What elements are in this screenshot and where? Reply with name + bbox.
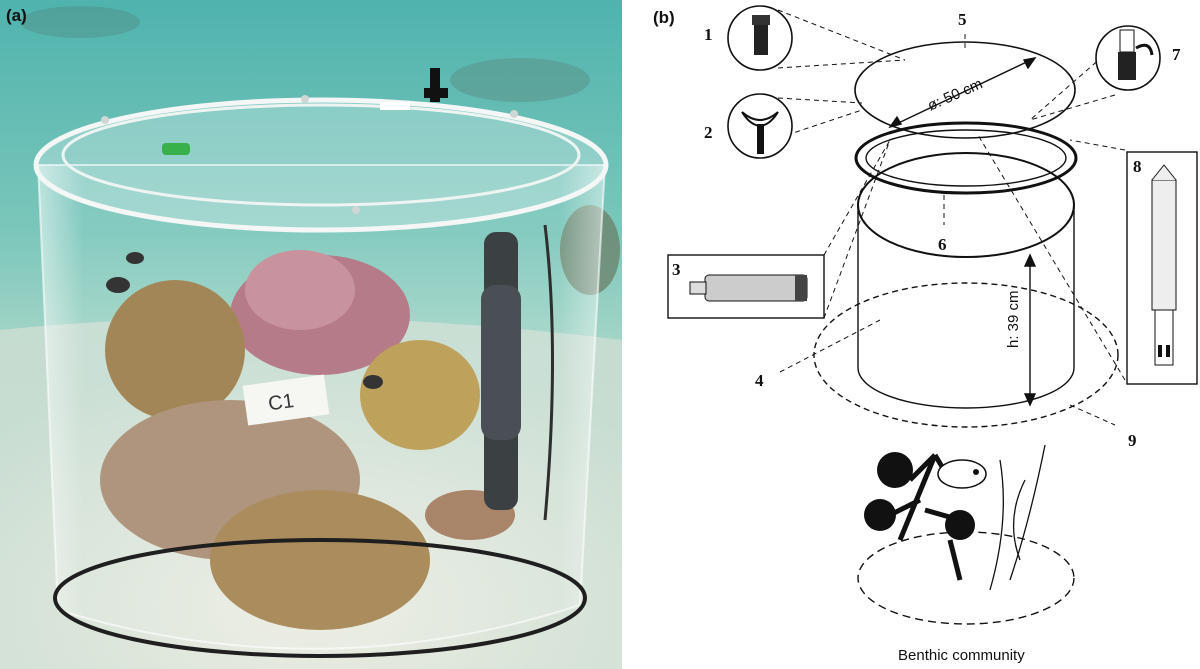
panel-a-label: (a): [6, 6, 27, 25]
callout-9-label: 9: [1128, 431, 1137, 450]
callout-1-fitting: [727, 5, 793, 71]
cylinder-bottom: [857, 367, 1075, 409]
chamber-lid: [33, 97, 609, 233]
callout-7-valve: [1095, 25, 1161, 91]
callout-2-label: 2: [704, 123, 713, 142]
callout-3-bottle: [667, 254, 825, 319]
fish: [937, 459, 987, 489]
background-reef: [450, 58, 590, 102]
chamber-base-ring: [53, 538, 587, 658]
valve-fitting: [430, 68, 440, 102]
green-valve: [162, 143, 190, 155]
callout-5-label: 5: [958, 10, 967, 29]
chamber-diagram: 1 2 3 4 5 6 7 8 9 ø: 50 cm h: 39 cm Bent…: [667, 5, 1198, 664]
callout-6-label: 6: [938, 235, 947, 254]
callout-7-label: 7: [1172, 45, 1181, 64]
chamber-photo: C1: [0, 0, 622, 669]
cylinder-top: [857, 152, 1075, 258]
footprint-ring: [813, 282, 1119, 428]
chamber-wall: [36, 164, 607, 650]
callout-8-label: 8: [1133, 157, 1142, 176]
panel-b-label: (b): [653, 8, 675, 27]
benthic-community-label: Benthic community: [898, 647, 1025, 664]
callout-4-label: 4: [755, 371, 764, 390]
flange-ring: [854, 121, 1078, 195]
callout-8-probe: [1126, 151, 1198, 385]
callout-2-wing-nut: [727, 93, 793, 159]
callout-1-label: 1: [704, 25, 713, 44]
lid: [854, 41, 1076, 139]
height-label: h: 39 cm: [1005, 290, 1022, 348]
callout-3-label: 3: [672, 260, 681, 279]
benthic-community: [857, 444, 1075, 625]
